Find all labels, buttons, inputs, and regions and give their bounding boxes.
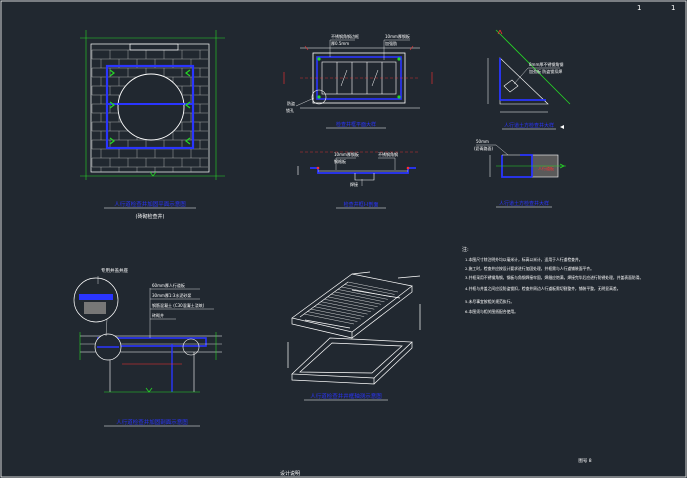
note-line-6: 6.本图须与相关图纸配合使用。 — [465, 309, 518, 314]
bottom-callout-1: 专用井盖井座 — [101, 267, 128, 274]
frame-callout-5: 防盗 — [287, 100, 295, 106]
footer-label: 设计说明 — [280, 470, 300, 477]
bottom-callout-3: 30mm厚1:3水泥砂浆 — [152, 292, 191, 298]
bottom-callout-5: 砖砌井 — [152, 312, 164, 318]
note-line-4: 4.井框与井盖之间应设防盗锁扣，检查井周边人行道板需切割整齐，铺装平整，无明显高… — [465, 286, 621, 291]
section-view-title: 检查井框Ⅰ-Ⅰ剖面 — [344, 201, 379, 208]
frame-callout-6: 锁孔 — [286, 107, 294, 113]
plan-view-title: 人行道检查井加固平面示意图 — [114, 200, 186, 208]
section-callout-2: 钢格板 — [334, 158, 346, 164]
grating-bars — [303, 281, 399, 325]
edge-callout-1: 50mm — [476, 139, 489, 144]
bottom-section-title: 人行道检查井加固剖面示意图 — [116, 418, 188, 426]
edge-view-title: 人行道土方检查井大样 — [499, 200, 549, 207]
corner-view-title: 人行道土方检查井大样 — [504, 122, 554, 129]
corner-callout-1: 8mm厚不锈钢角钢 — [529, 61, 563, 67]
frame-view-title: 检查井框平面大样 — [336, 121, 376, 128]
isometric-view-title: 人行道检查井井框轴测示意图 — [310, 392, 382, 400]
note-line-2: 2.施工时，检查井应按设计要求进行加固处理，井框需与人行道铺装面平齐。 — [465, 266, 594, 271]
notes-heading: 注: — [462, 246, 469, 253]
plan-view: 人行道检查井加固平面示意图 (砖砌检查井) — [80, 30, 225, 220]
frame-plan-view: 不锈钢角钢边框 厚0.5mm 10mm厚钢板 加强肋 防盗 锁孔 检查井框平面大… — [283, 33, 433, 129]
section-callout-1: 10mm厚钢板 — [334, 151, 359, 157]
bottom-section-view: 专用井盖井座 60mm厚人行道板 30mm厚1:3水泥砂浆 钢筋混凝土 (C30… — [73, 267, 222, 427]
frame-callout-1: 不锈钢角钢边框 — [331, 33, 359, 39]
section-callout-3: 不锈钢角钢 — [378, 151, 398, 157]
bottom-callout-4: 钢筋混凝土 (C30混凝土浇筑) — [152, 302, 205, 308]
frame-callout-2: 厚0.5mm — [331, 41, 349, 46]
note-line-1: 1.本图尺寸除注明外均以毫米计，标高以米计，适用于人行道检查井。 — [465, 257, 583, 262]
sheet-code: 图号 8 — [578, 458, 591, 464]
edge-detail-view: 50mm (沥青路面) 人行道板 人行道土方检查井大样 — [474, 139, 566, 208]
plan-view-subtitle: (砖砌检查井) — [136, 213, 165, 220]
frame-callout-4: 加强肋 — [385, 40, 397, 46]
corner-detail-view: 8mm厚不锈钢角钢 加劲板 防盗锁扣焊 人行道土方检查井大样 — [487, 29, 571, 130]
bottom-callout-2: 60mm厚人行道板 — [152, 282, 185, 288]
edge-callout-2: (沥青路面) — [474, 145, 494, 151]
note-line-5: 5.未尽事宜按相关规范执行。 — [465, 299, 514, 304]
edge-callout-3: 人行道板 — [538, 165, 554, 171]
page-number-1: 1 — [637, 4, 641, 12]
note-line-3: 3.井框采用不锈钢角钢，钢板与角钢焊接牢固，焊缝应饱满，焊接完毕后应进行防锈处理… — [465, 275, 643, 280]
corner-callout-2: 加劲板 防盗锁扣焊 — [529, 68, 562, 74]
frame-section-view: 10mm厚钢板 钢格板 不锈钢角钢 焊接 检查井框Ⅰ-Ⅰ剖面 — [297, 151, 420, 209]
notes-block: 注: 1.本图尺寸除注明外均以毫米计，标高以米计，适用于人行道检查井。 2.施工… — [462, 246, 643, 314]
frame-callout-3: 10mm厚钢板 — [385, 33, 410, 39]
isometric-view: 人行道检查井井框轴测示意图 — [287, 271, 421, 401]
section-callout-4: 焊接 — [350, 181, 358, 187]
page-number-2: 1 — [671, 4, 675, 12]
